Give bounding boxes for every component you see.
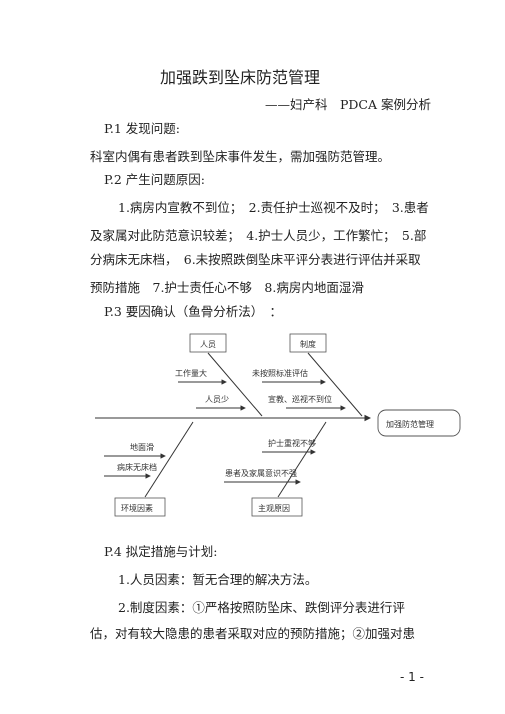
bone-subjective [277,421,327,498]
document-subtitle: ——妇产科 PDCA 案例分析 [265,97,431,112]
cause-staff-shortage: 人员少 [205,395,229,404]
fishbone-head-label: 加强防范管理 [386,419,434,429]
category-box-subjective [251,497,303,517]
cause-no-bedrail: 病床无床档 [117,462,157,472]
cause-nurse-attention: 护士重视不够 [268,438,316,448]
category-box-system [289,333,327,353]
category-label-people: 人员 [200,340,216,349]
section-p3-heading: P.3 要因确认（鱼骨分析法） ： [104,304,283,319]
section-p4-heading: P.4 拟定措施与计划: [104,544,218,559]
section-p4-line-1: 1.人员因素：暂无合理的解决方法。 [118,572,318,587]
category-label-subjective: 主观原因 [258,503,290,513]
fishbone-head-box [377,409,461,437]
document-title: 加强跌到坠床防范管理 [160,68,321,87]
section-p1-heading: P.1 发现问题: [104,121,180,136]
cause-awareness: 患者及家属意识不强 [225,468,297,478]
section-p2-line-1: 1.病房内宣教不到位； 2.责任护士巡视不及时； 3.患者 [118,200,429,215]
section-p4-line-3: 估，对有较大隐患的患者采取对应的预防措施；②加强对患 [90,626,416,641]
section-p2-line-2: 及家属对此防范意识较差； 4.护士人员少，工作繁忙； 5.部 [90,228,427,243]
section-p2-heading: P.2 产生问题原因: [104,172,205,187]
cause-no-standard-assessment: 未按照标准评估 [252,368,308,378]
bone-people [207,352,263,417]
category-label-system: 制度 [300,339,316,349]
cause-education-patrol: 宣教、巡视不到位 [268,394,332,404]
page-number: - 1 - [400,670,424,684]
bone-system [307,352,363,417]
bone-environment [144,421,194,498]
section-p4-line-2: 2.制度因素：①严格按照防坠床、跌倒评分表进行评 [118,600,405,615]
category-box-people [189,333,227,353]
cause-workload: 工作量大 [175,368,207,378]
section-p2-line-4: 预防措施 7.护士责任心不够 8.病房内地面湿滑 [90,280,364,295]
section-p1-body: 科室内偶有患者跌到坠床事件发生，需加强防范管理。 [90,149,391,164]
cause-slippery-floor: 地面滑 [130,442,154,452]
fishbone-diagram: 加强防范管理 人员 制度 工作量大 人员少 未按照标准评估 宣教、巡视不到位 环… [95,333,461,517]
category-box-environment [114,497,166,517]
section-p2-line-3: 分病床无床档， 6.未按照跌倒坠床平评分表进行评估并采取 [90,252,421,267]
category-label-environment: 环境因素 [121,503,153,513]
